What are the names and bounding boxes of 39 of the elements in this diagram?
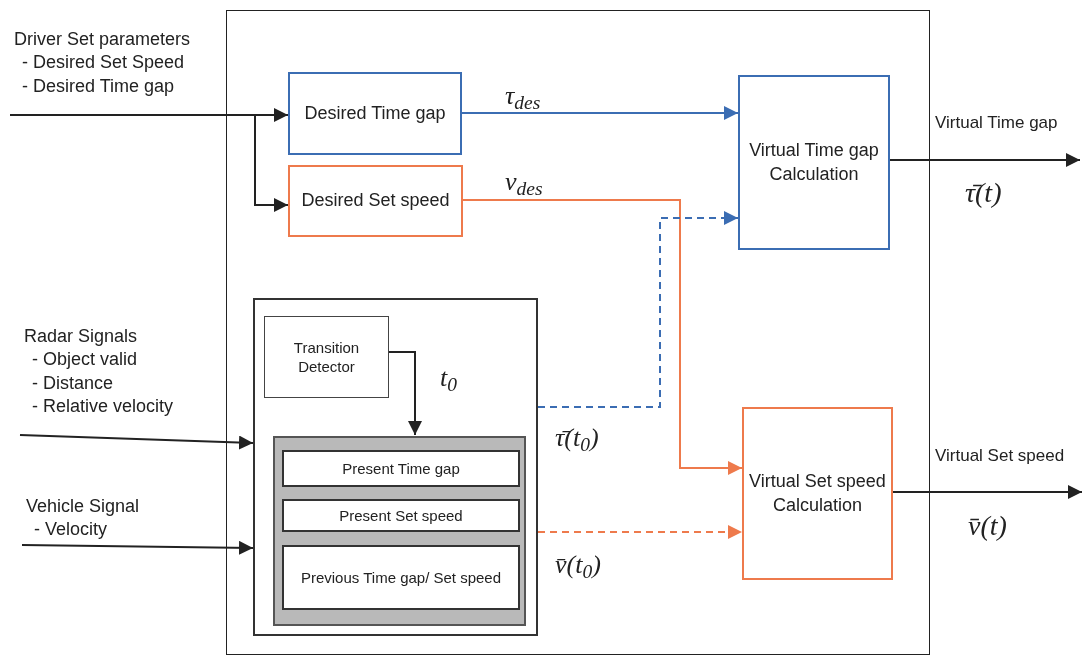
process-box: Present Set speed	[282, 499, 520, 532]
process-box: Present Time gap	[282, 450, 520, 487]
signal-symbol: t$_{0}$	[440, 362, 457, 397]
process-box: Virtual Set speed Calculation	[742, 407, 893, 580]
input-item: - Velocity	[33, 518, 109, 542]
input-heading: Radar Signals	[23, 325, 139, 348]
input-item: - Desired Time gap	[21, 74, 176, 98]
signal-symbol: τ$_{des}$	[505, 80, 541, 115]
arrow	[387, 351, 422, 436]
input-item: - Distance	[31, 371, 115, 395]
input-item: - Relative velocity	[31, 395, 175, 419]
dashed-arrow	[537, 211, 739, 408]
storage-panel	[273, 436, 526, 626]
signal-symbol: v$_{des}$	[505, 166, 543, 201]
input-item: - Desired Set Speed	[21, 51, 186, 75]
input-heading: Driver Set parameters	[13, 28, 192, 51]
input-item: - Object valid	[31, 348, 139, 372]
process-box: Desired Set speed	[288, 165, 463, 237]
arrow	[461, 106, 739, 120]
signal-symbol: τ̄(t)	[965, 176, 1002, 210]
arrow	[9, 114, 289, 212]
signal-symbol: v̄(t)	[968, 509, 1007, 543]
memory-block-box	[253, 298, 538, 636]
arrow	[21, 540, 254, 555]
process-box: Transition Detector	[264, 316, 389, 398]
process-box: Previous Time gap/ Set speed	[282, 545, 520, 610]
signal-symbol: τ̄(t$_{0}$)	[555, 422, 599, 457]
arrow	[892, 485, 1083, 499]
dashed-arrow	[537, 525, 743, 539]
edge-label: Virtual Set speed	[935, 445, 1065, 467]
process-box: Virtual Time gap Calculation	[738, 75, 890, 250]
arrow	[19, 434, 254, 450]
arrow	[462, 199, 743, 475]
system-boundary-box	[226, 10, 930, 655]
input-heading: Vehicle Signal	[25, 495, 141, 518]
signal-symbol: v̄(t$_{0}$)	[555, 549, 601, 584]
edge-label: Virtual Time gap	[935, 112, 1058, 134]
arrow	[889, 153, 1081, 167]
process-box: Desired Time gap	[288, 72, 462, 155]
